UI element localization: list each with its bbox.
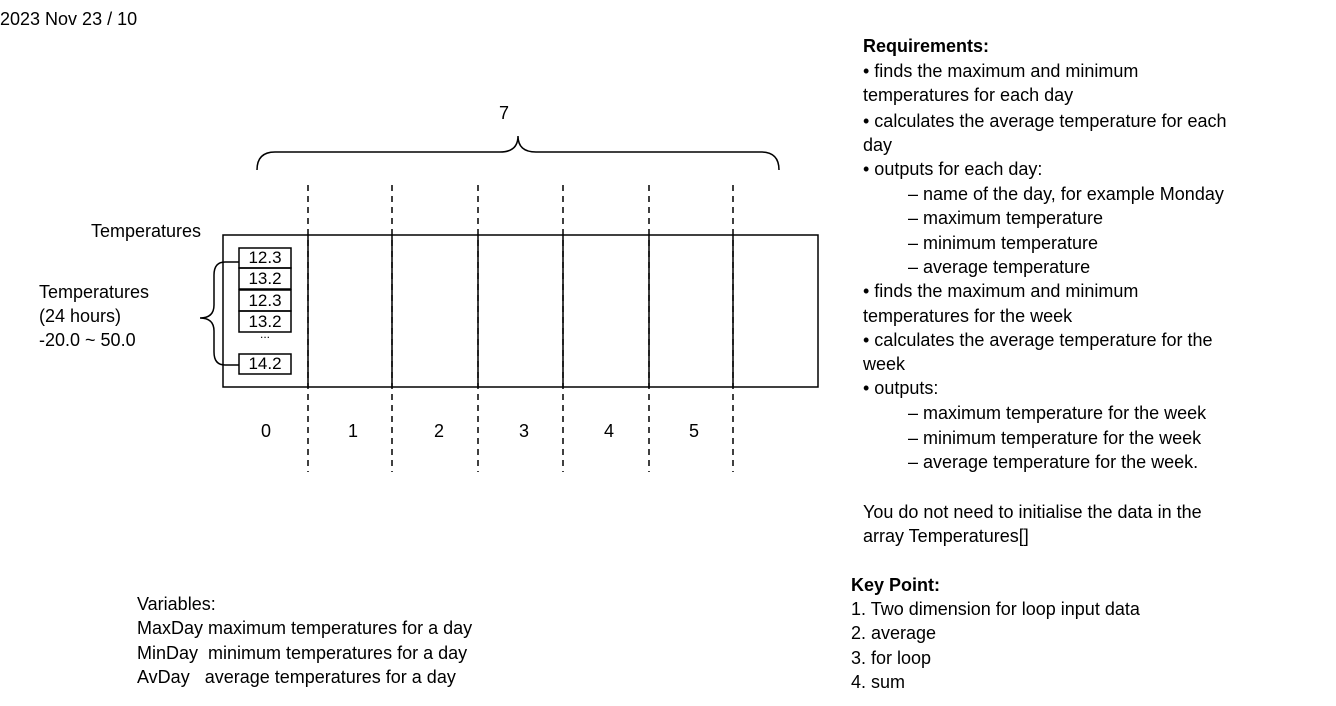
cell-value: 13.2 — [248, 312, 282, 331]
hours-brace — [199, 261, 239, 366]
variable-line: AvDay average temperatures for a day — [137, 667, 456, 687]
requirement-line: temperatures for the week — [863, 306, 1073, 326]
requirement-line: • outputs: — [863, 378, 939, 398]
brace-label: 7 — [498, 103, 510, 123]
requirement-line: temperatures for each day — [863, 85, 1074, 105]
requirement-note: You do not need to initialise the data i… — [863, 502, 1202, 522]
requirement-line: • calculates the average temperature for… — [863, 111, 1227, 131]
index-label: 2 — [433, 421, 445, 441]
index-label: 5 — [688, 421, 700, 441]
variable-line: MaxDay maximum temperatures for a day — [137, 618, 473, 638]
requirement-line: day — [863, 135, 893, 155]
index-label: 0 — [260, 421, 272, 441]
requirement-line: • calculates the average temperature for… — [863, 330, 1213, 350]
requirement-line: – name of the day, for example Monday — [908, 184, 1224, 204]
index-label: 4 — [603, 421, 615, 441]
cell-value: 12.3 — [248, 248, 282, 267]
key-point-title: Key Point: — [851, 575, 941, 595]
dashed-guides — [307, 185, 734, 472]
top-brace — [256, 135, 780, 171]
column-dividers — [307, 235, 734, 387]
requirement-line: – minimum temperature for the week — [908, 428, 1202, 448]
requirement-line: – maximum temperature for the week — [908, 403, 1207, 423]
requirement-line: • finds the maximum and minimum — [863, 61, 1139, 81]
key-point-line: 1. Two dimension for loop input data — [851, 599, 1140, 619]
requirement-line: – minimum temperature — [908, 233, 1099, 253]
requirement-line: week — [863, 354, 906, 374]
array-outline — [222, 234, 819, 388]
cell-value: 13.2 — [248, 269, 282, 288]
hours-label-3: -20.0 ~ 50.0 — [39, 330, 136, 350]
variable-line: MinDay minimum temperatures for a day — [137, 643, 468, 663]
key-point-line: 3. for loop — [851, 648, 932, 668]
array-label: Temperatures — [91, 221, 202, 241]
key-point-line: 2. average — [851, 623, 937, 643]
cell-value: 14.2 — [248, 354, 282, 373]
requirement-note: array Temperatures[] — [863, 526, 1029, 546]
requirement-line: • finds the maximum and minimum — [863, 281, 1139, 301]
date-header: 2023 Nov 23 / 10 — [0, 9, 138, 29]
index-label: 1 — [347, 421, 359, 441]
variables-title: Variables: — [137, 594, 216, 614]
index-label: 3 — [518, 421, 530, 441]
hours-label-1: Temperatures — [39, 282, 150, 302]
cell-value: 12.3 — [248, 291, 282, 310]
requirement-line: • outputs for each day: — [863, 159, 1043, 179]
requirement-line: – average temperature for the week. — [908, 452, 1199, 472]
requirement-line: – maximum temperature — [908, 208, 1104, 228]
key-point-line: 4. sum — [851, 672, 906, 692]
value-cells — [238, 247, 292, 375]
requirement-line: – average temperature — [908, 257, 1091, 277]
hours-label-2: (24 hours) — [39, 306, 122, 326]
requirements-title: Requirements: — [863, 36, 990, 56]
cell-ellipsis: ... — [259, 327, 270, 341]
